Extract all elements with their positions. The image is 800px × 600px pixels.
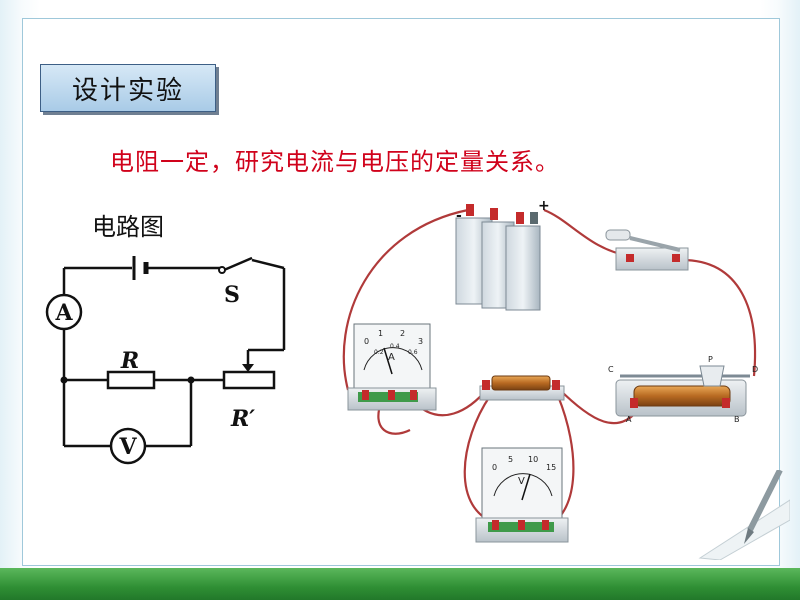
wire-switch-rheostat [681, 258, 757, 377]
rheostat-R-prime [222, 370, 276, 390]
knife-switch [605, 229, 689, 271]
ammeter-label: A [54, 300, 73, 326]
apparatus-illustration: - + 0 1 2 3 0.2 0.4 0.6 A [342, 198, 758, 543]
voltmeter-tick: 10 [528, 455, 538, 464]
switch-blade [223, 256, 253, 272]
rheostat-letter: D [752, 365, 758, 374]
ammeter-device: 0 1 2 3 0.2 0.4 0.6 A [347, 323, 437, 411]
fixed-resistor-device [479, 375, 565, 401]
junction-dot [60, 376, 68, 384]
voltmeter-tick: 0 [492, 463, 497, 472]
ammeter-tick: 1 [378, 329, 383, 338]
ammeter-tick: 3 [418, 337, 423, 346]
rheostat-device: C D P A B [608, 355, 758, 424]
wire-battery-ammeter [342, 208, 469, 391]
voltmeter-device: 0 5 10 15 V [475, 447, 569, 543]
rheostat-letter: C [608, 365, 614, 374]
ammeter-tick: 0 [364, 337, 369, 346]
junction-dot [187, 376, 195, 384]
ammeter-sub-tick: 0.6 [408, 349, 418, 356]
battery-minus-label: - [456, 208, 462, 224]
ammeter-letter: A [388, 352, 395, 363]
switch-contact-left [218, 266, 226, 274]
rheostat-letter: B [734, 415, 740, 424]
bottom-green-bar [0, 568, 800, 600]
slide-title: 设计实验 [71, 75, 184, 106]
battery-pack: - + [455, 198, 550, 311]
ammeter-symbol [45, 293, 83, 331]
slide-subtitle: 电阻一定，研究电流与电压的定量关系。 [110, 148, 560, 176]
voltmeter-tick: 15 [546, 463, 556, 472]
rheostat-label: R′ [230, 406, 255, 432]
ruler-pen-decoration [698, 470, 790, 560]
rheostat-arrow-icon [242, 364, 254, 372]
rheostat-letter: P [708, 355, 713, 364]
voltmeter-label: V [118, 434, 137, 460]
circuit-schematic: A V S R R′ [45, 256, 286, 465]
title-box: 设计实验 [40, 64, 216, 112]
switch-label: S [224, 282, 240, 308]
ammeter-sub-tick: 0.4 [390, 343, 400, 350]
wire-switch-right [251, 258, 285, 270]
voltmeter-letter: V [518, 476, 525, 487]
resistor-label: R [120, 348, 139, 374]
resistor-R [106, 370, 156, 390]
voltmeter-symbol [109, 427, 147, 465]
voltmeter-tick: 5 [508, 455, 513, 464]
battery-plus-label: + [538, 198, 550, 214]
ammeter-tick: 2 [400, 329, 405, 338]
circuit-diagram-heading: 电路图 [92, 213, 164, 241]
ammeter-sub-tick: 0.2 [374, 349, 384, 356]
rheostat-letter: A [626, 415, 632, 424]
